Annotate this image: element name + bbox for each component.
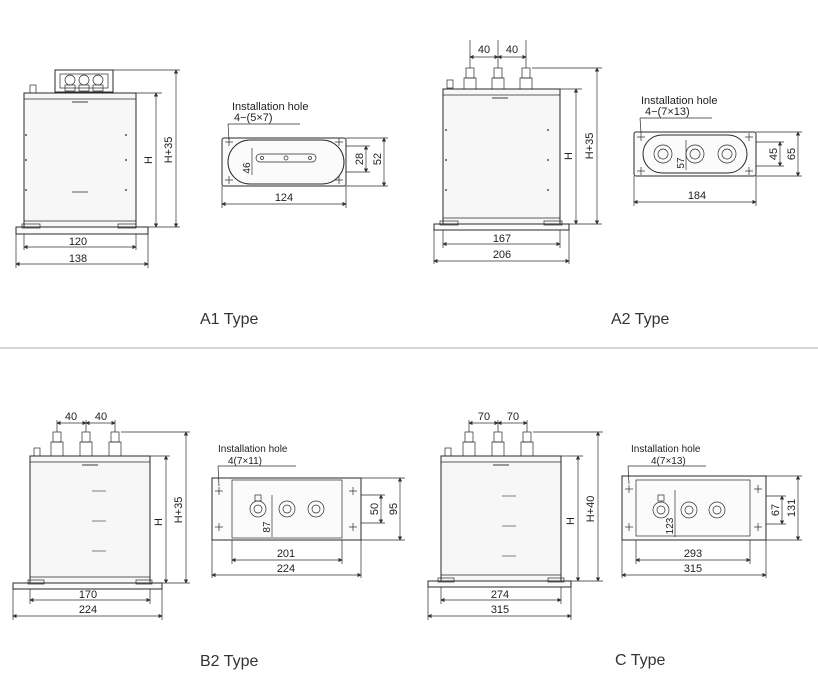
b2-hole-spec: 4(7×11)	[228, 456, 262, 467]
a1-plate-h2: 52	[372, 153, 384, 165]
a2-dim-height: H	[563, 152, 575, 160]
c-plate-inner: 123	[665, 517, 676, 534]
a1-caption: A1 Type	[200, 311, 259, 328]
c-plate-outer-width: 315	[684, 563, 702, 575]
a2-dim-height-total: H+35	[584, 133, 596, 160]
b2-plate-outer-width: 224	[277, 563, 295, 575]
a2-plate-inner: 57	[676, 157, 687, 169]
c-dim-height-total: H+40	[585, 496, 597, 523]
a1-dim-width-outer: 138	[69, 253, 87, 265]
b2-dim-width-outer: 224	[79, 604, 97, 616]
c-pitch-1: 70	[478, 411, 490, 423]
b2-pitch-1: 40	[65, 411, 77, 423]
c-pitch-2: 70	[507, 411, 519, 423]
b2-hole-title: Installation hole	[218, 444, 288, 455]
a2-dim-width-outer: 206	[493, 249, 511, 261]
c-plate-h1: 67	[770, 504, 782, 516]
a2-hole-title: Installation hole	[641, 95, 717, 107]
a2-dim-width-inner: 167	[493, 233, 511, 245]
b2-dim-height-total: H+35	[173, 497, 185, 524]
a2-front-view	[433, 40, 602, 264]
c-dim-width-inner: 274	[491, 589, 509, 601]
c-plate-view	[621, 465, 802, 578]
a1-dim-width-inner: 120	[69, 236, 87, 248]
a2-hole-spec: 4−(7×13)	[645, 106, 690, 118]
a2-pitch-1: 40	[478, 44, 490, 56]
b2-dim-height: H	[153, 518, 165, 526]
a1-hole-title: Installation hole	[232, 101, 308, 113]
a1-front-view	[15, 69, 180, 268]
a2-plate-view	[633, 117, 802, 206]
b2-plate-h2: 95	[388, 503, 400, 515]
b2-front-view	[12, 420, 190, 620]
b2-caption: B2 Type	[200, 653, 259, 670]
c-plate-inner-width: 293	[684, 548, 702, 560]
a2-caption: A2 Type	[611, 311, 670, 328]
b2-plate-inner-width: 201	[277, 548, 295, 560]
a1-plate-length: 124	[275, 192, 293, 204]
a1-hole-spec: 4−(5×7)	[234, 112, 273, 124]
a1-plate-h1: 28	[354, 153, 366, 165]
b2-plate-view	[211, 465, 405, 578]
b2-dim-width-inner: 170	[79, 589, 97, 601]
c-plate-h2: 131	[786, 499, 798, 517]
c-dim-width-outer: 315	[491, 604, 509, 616]
c-hole-spec: 4(7×13)	[651, 456, 686, 467]
a2-plate-length: 184	[688, 190, 706, 202]
c-hole-title: Installation hole	[631, 444, 701, 455]
b2-plate-h1: 50	[369, 503, 381, 515]
a1-plate-slot: 46	[242, 162, 253, 174]
b2-pitch-2: 40	[95, 411, 107, 423]
b2-plate-inner: 87	[262, 521, 273, 533]
c-dim-height: H	[565, 517, 577, 525]
a1-dim-height-total: H+35	[163, 137, 175, 164]
a1-dim-height: H	[143, 156, 155, 164]
a2-plate-h2: 65	[786, 148, 798, 160]
c-front-view	[427, 420, 603, 620]
a1-plate-view	[221, 123, 388, 208]
a2-plate-h1: 45	[768, 148, 780, 160]
c-caption: C Type	[615, 652, 666, 669]
a2-pitch-2: 40	[506, 44, 518, 56]
section-divider	[0, 347, 818, 349]
